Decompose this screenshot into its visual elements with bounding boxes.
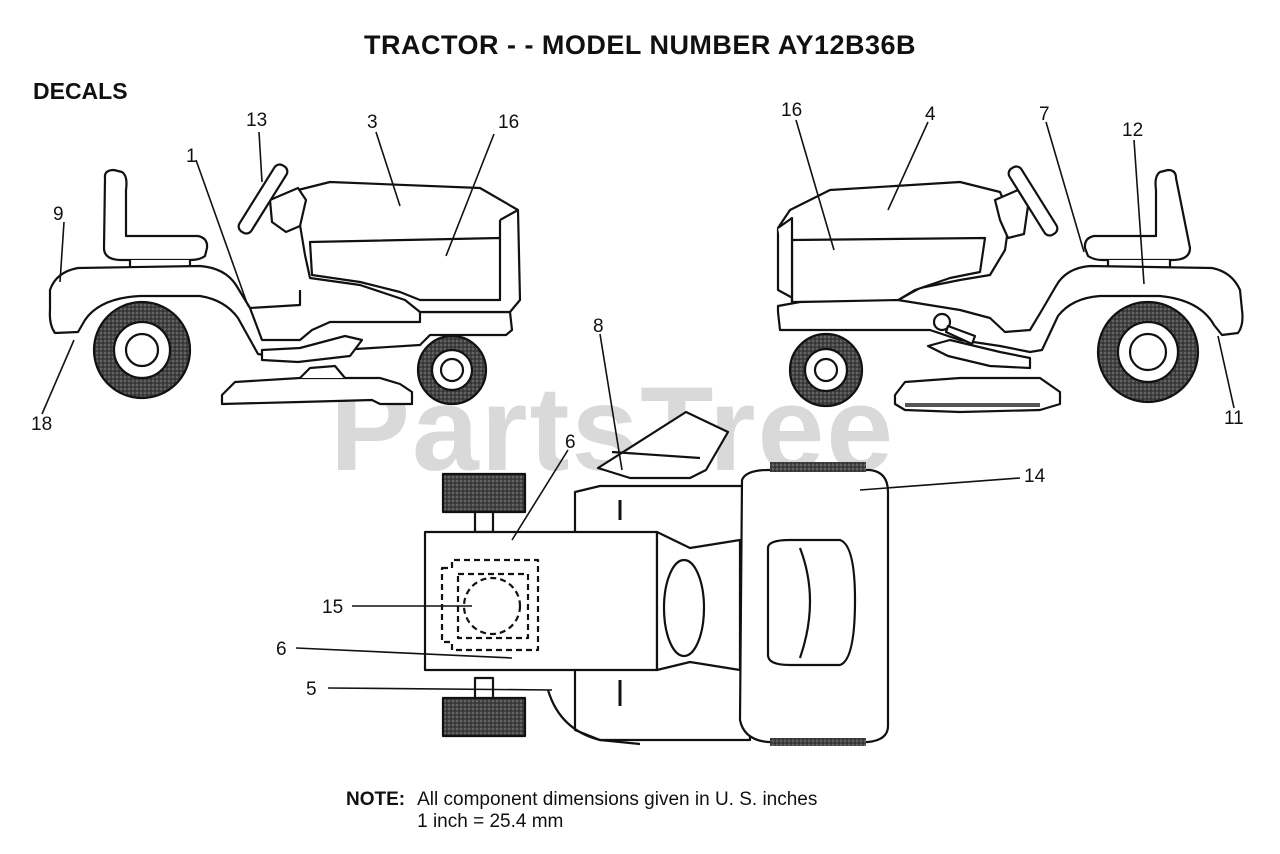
callout-5: 5 [306,679,317,700]
callout-3: 3 [367,112,378,133]
note-line-2: 1 inch = 25.4 mm [417,811,564,832]
rear-tire-top [441,472,527,514]
callout-11: 11 [1224,408,1244,429]
callout-12: 12 [1122,120,1143,141]
leader-lines [41,119,1235,691]
section-heading: DECALS [33,78,128,104]
callout-18: 18 [31,414,52,435]
callout-6: 6 [565,432,576,453]
rear-fender [776,264,1244,354]
note-line-1: All component dimensions given in U. S. … [417,789,818,810]
callout-14: 14 [1024,466,1046,487]
seat [102,168,209,262]
diagram-title: TRACTOR - - MODEL NUMBER AY12B36B [363,30,917,60]
rear-tire-bottom [441,696,527,738]
seat [1083,168,1192,262]
footnote: NOTE: All component dimensions given in U… [346,789,817,833]
callout-16: 16 [498,112,519,133]
top-view [423,410,890,746]
callout-9: 9 [53,204,64,225]
decal-outline [440,558,540,652]
callout-13: 13 [246,110,267,131]
steering-wheel-top [596,410,730,480]
callout-4: 4 [925,104,936,125]
mower-deck [220,376,414,406]
callout-7: 7 [1039,104,1050,125]
right-side-view [776,165,1244,414]
callout-8: 8 [593,316,604,337]
callout-16: 16 [781,100,802,121]
callout-labels: 13 3 16 1 9 18 16 4 7 12 11 8 6 14 15 6 … [31,100,1244,700]
callout-1: 1 [186,146,197,167]
callout-6: 6 [276,639,287,660]
note-label: NOTE: [346,789,406,810]
callout-15: 15 [322,597,343,618]
left-side-view [48,163,522,406]
